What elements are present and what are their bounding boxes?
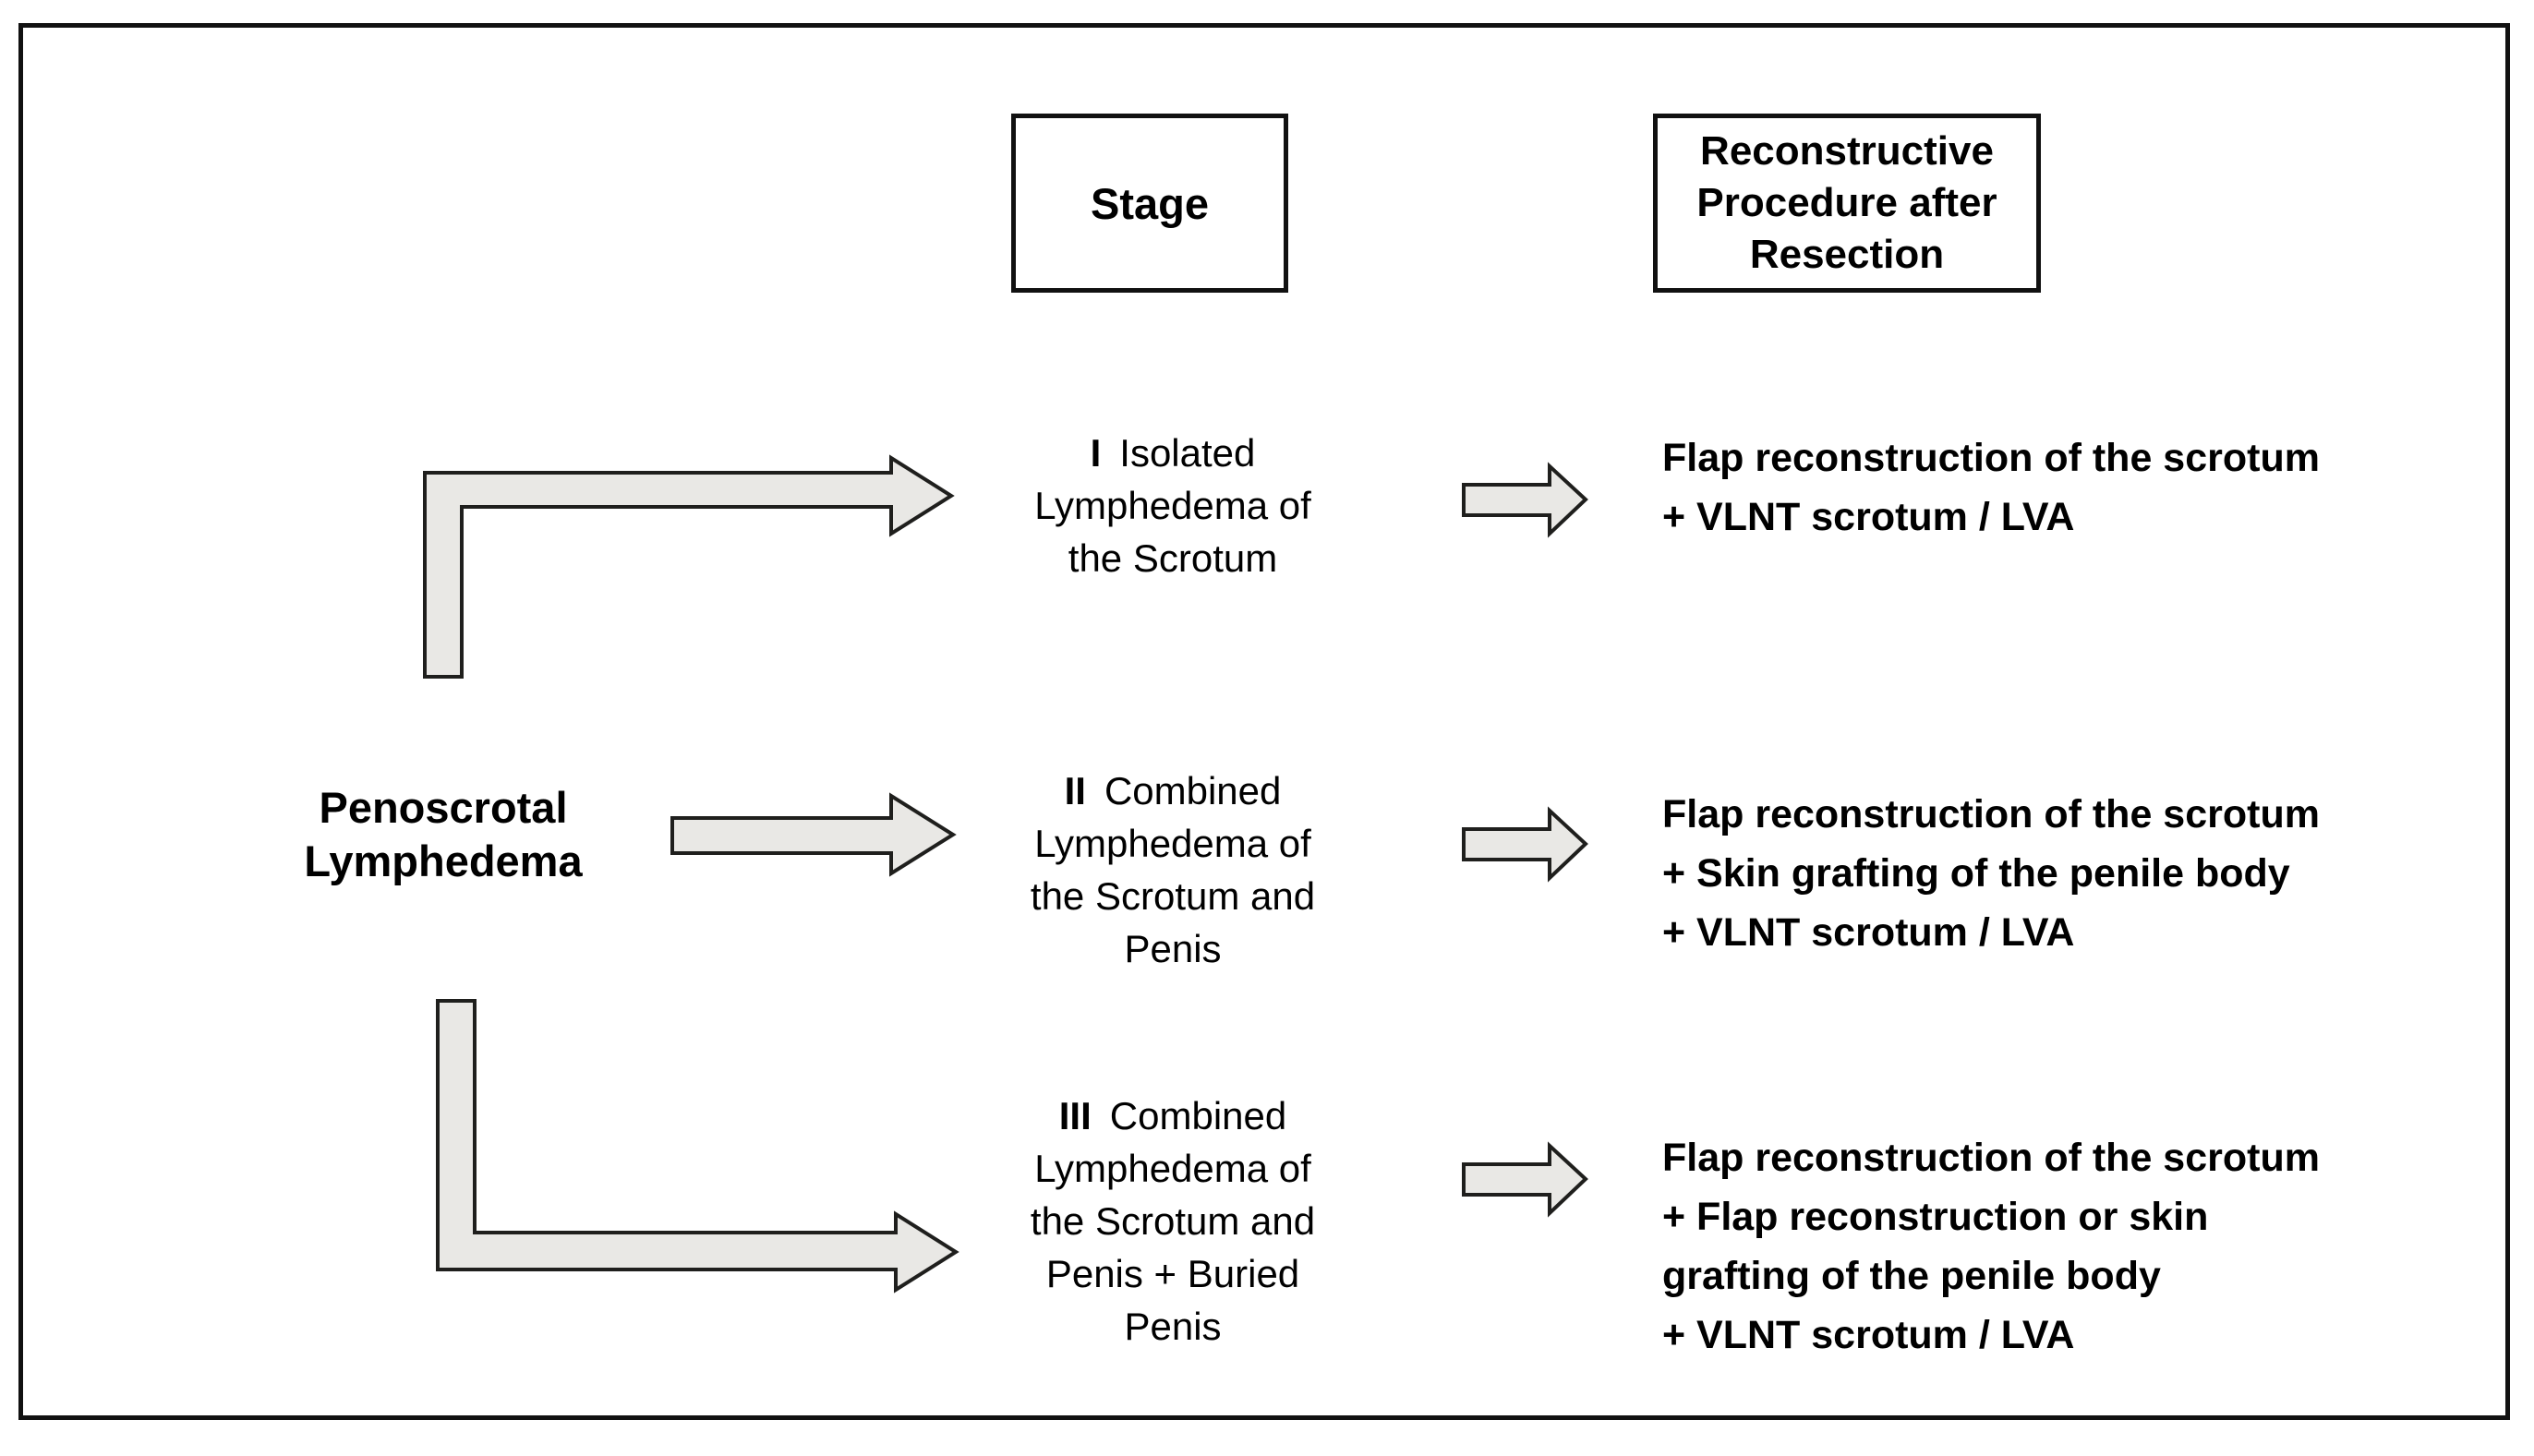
diagram-border bbox=[18, 23, 2510, 1420]
small-arrow-row3-icon bbox=[1462, 1141, 1588, 1218]
elbow-arrow-stage1-icon bbox=[423, 454, 955, 679]
stage-1-line1: I Isolated bbox=[988, 427, 1358, 479]
stage-2-line1: II Combined bbox=[988, 764, 1358, 817]
straight-arrow-stage2-icon bbox=[670, 792, 957, 877]
elbow-arrow-stage3-icon bbox=[436, 999, 959, 1294]
procedure-2-cell: Flap reconstruction of the scrotum + Ski… bbox=[1662, 792, 2320, 955]
stage-2-title-start: Combined bbox=[1104, 769, 1282, 812]
procedure-3-cell: Flap reconstruction of the scrotum + Fla… bbox=[1662, 1136, 2320, 1357]
root-label-penoscrotal-lymphedema: Penoscrotal Lymphedema bbox=[304, 783, 583, 885]
procedure-header-label: Reconstructive Procedure after Resection bbox=[1696, 128, 1997, 277]
stage-2-title-rest: Lymphedema of the Scrotum and Penis bbox=[1030, 822, 1316, 970]
stage-3-line1: III Combined bbox=[988, 1089, 1358, 1142]
stage-1-cell: I Isolated Lymphedema of the Scrotum bbox=[988, 427, 1358, 584]
stage-header-label: Stage bbox=[1091, 178, 1209, 228]
stage-3-title-rest: Lymphedema of the Scrotum and Penis + Bu… bbox=[1030, 1147, 1316, 1348]
small-arrow-row2-icon bbox=[1462, 806, 1588, 883]
small-arrow-row1-icon bbox=[1462, 462, 1588, 538]
stage-2-numeral: II bbox=[1064, 769, 1086, 812]
stage-1-title-start: Isolated bbox=[1119, 431, 1256, 475]
stage-2-cell: II Combined Lymphedema of the Scrotum and… bbox=[988, 764, 1358, 975]
stage-3-cell: III Combined Lymphedema of the Scrotum an… bbox=[988, 1089, 1358, 1353]
stage-1-numeral: I bbox=[1090, 431, 1102, 475]
stage-column-header: Stage bbox=[1011, 114, 1288, 293]
stage-1-title-rest: Lymphedema of the Scrotum bbox=[1034, 484, 1311, 580]
stage-3-numeral: III bbox=[1058, 1094, 1092, 1137]
procedure-1-cell: Flap reconstruction of the scrotum + VLN… bbox=[1662, 436, 2320, 539]
procedure-column-header: Reconstructive Procedure after Resection bbox=[1653, 114, 2041, 293]
stage-3-title-start: Combined bbox=[1109, 1094, 1287, 1137]
